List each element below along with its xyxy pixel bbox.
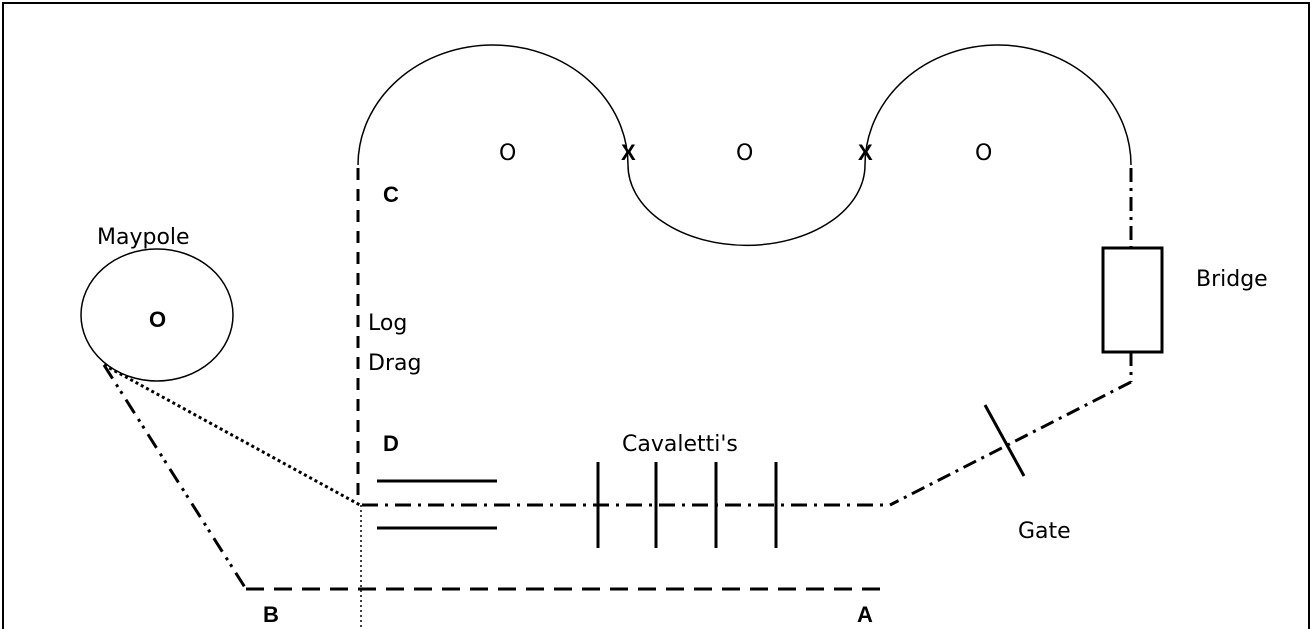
log-label: Log bbox=[368, 311, 407, 336]
gate-label: Gate bbox=[1018, 519, 1071, 544]
cavaletti-label: Cavaletti's bbox=[622, 432, 738, 457]
maypole-circle bbox=[80, 248, 234, 382]
b-to-maypole-path bbox=[102, 364, 248, 590]
cone-marker: O bbox=[975, 141, 992, 166]
maypole-marker: O bbox=[149, 307, 166, 332]
maypole-to-log-path bbox=[103, 363, 361, 507]
gate-obstacle bbox=[983, 404, 1026, 477]
maypole-label: Maypole bbox=[97, 225, 190, 250]
cone-marker: O bbox=[499, 141, 516, 166]
point-c-label: C bbox=[383, 182, 399, 207]
cross-marker: X bbox=[621, 140, 636, 165]
point-a-label: A bbox=[857, 602, 873, 627]
point-d-label: D bbox=[383, 431, 399, 456]
serpentine-path bbox=[357, 44, 1132, 247]
gate-path bbox=[889, 380, 1132, 507]
bridge-obstacle bbox=[1101, 246, 1164, 354]
cross-marker: X bbox=[858, 140, 873, 165]
bridge-label: Bridge bbox=[1196, 267, 1268, 292]
cone-marker: O bbox=[736, 141, 753, 166]
drag-label: Drag bbox=[368, 351, 421, 376]
point-b-label: B bbox=[263, 602, 279, 627]
